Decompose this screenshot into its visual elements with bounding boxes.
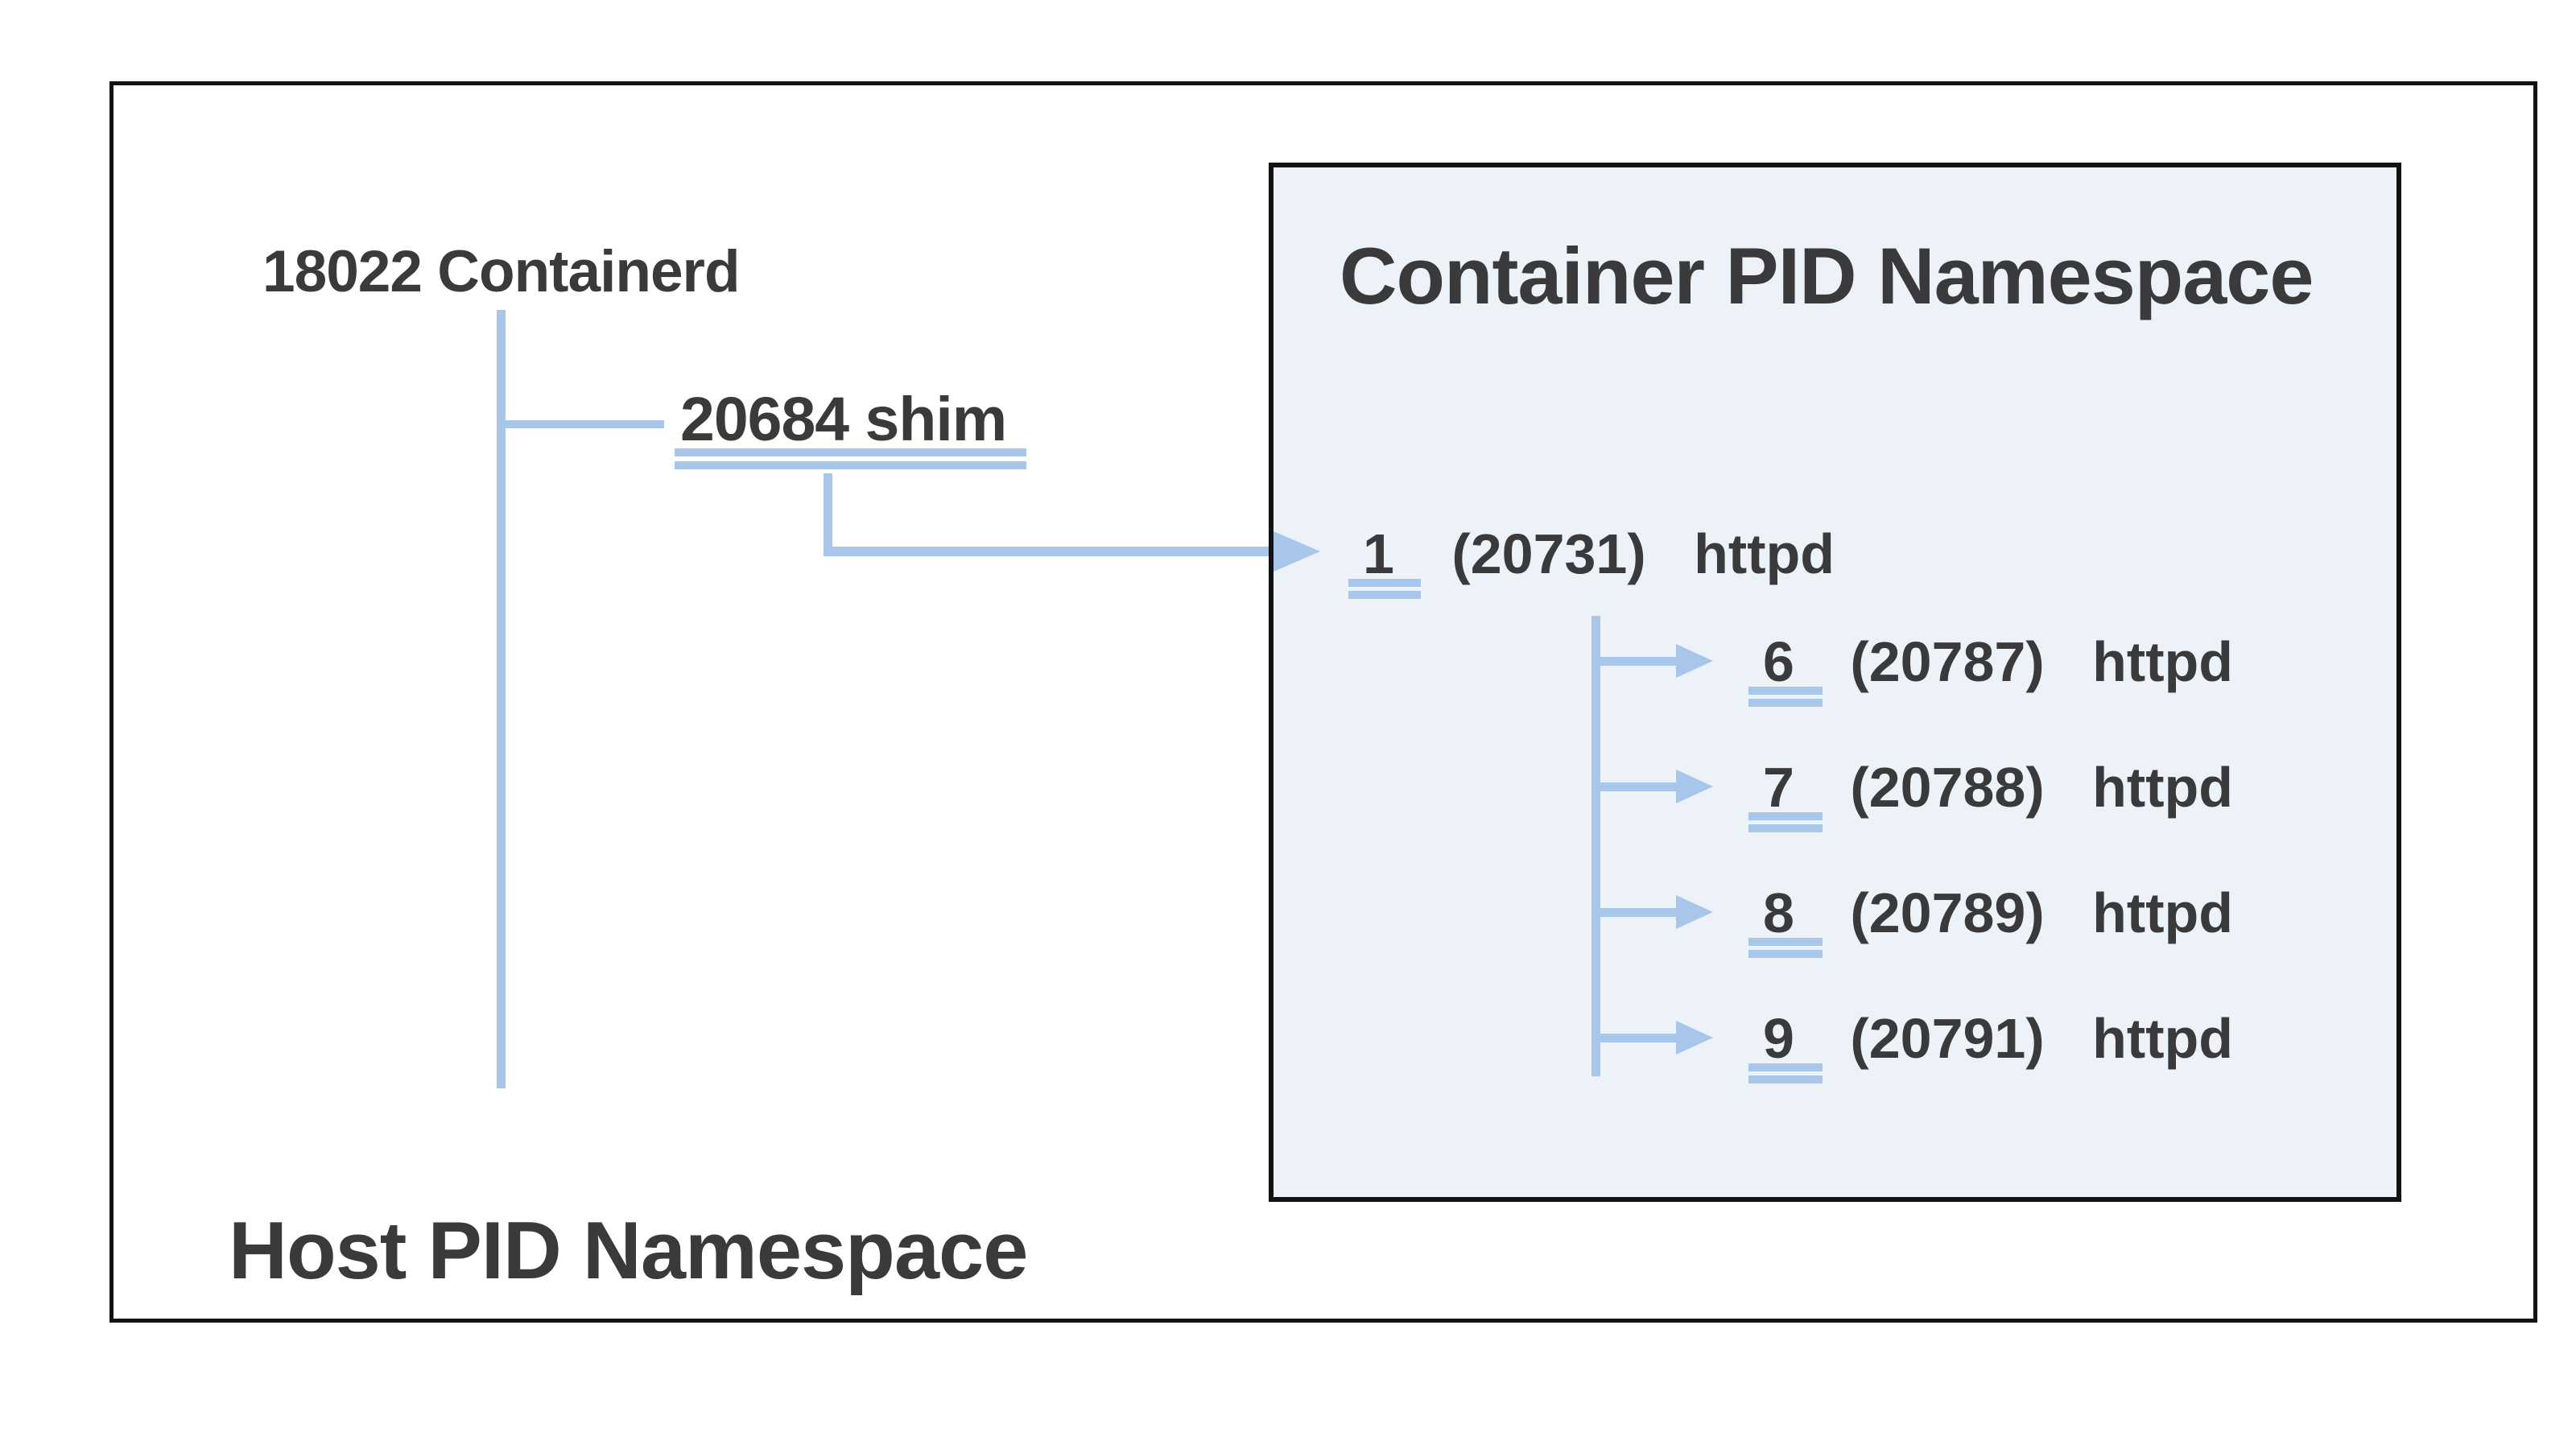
container-namespace-title: Container PID Namespace xyxy=(1340,231,2314,320)
host-namespace-label: Host PID Namespace xyxy=(229,1206,1028,1296)
double-underline-icon xyxy=(1748,687,1823,707)
host-namespace-box xyxy=(109,81,2537,1323)
child-branch-line xyxy=(1591,1034,1678,1042)
child-process-row: 8 (20789) httpd xyxy=(1748,881,2234,958)
child-process-row: 9 (20791) httpd xyxy=(1748,1007,2234,1084)
arrow-right-icon xyxy=(1274,531,1320,572)
double-underline-icon xyxy=(1748,812,1823,832)
host-pid: (20731) xyxy=(1451,522,1646,585)
host-pid: (20791) xyxy=(1850,1007,2045,1070)
child-branch-line xyxy=(1591,657,1678,666)
pid-number: 9 xyxy=(1753,1010,1810,1068)
child-process-row: 6 (20787) httpd xyxy=(1748,630,2234,707)
pid-number-wrap: 6 xyxy=(1748,634,1823,707)
child-process-row: 7 (20788) httpd xyxy=(1748,756,2234,832)
pid-number-wrap: 8 xyxy=(1748,885,1823,958)
container-namespace-box xyxy=(1269,163,2401,1202)
arrow-right-icon xyxy=(1676,770,1713,803)
shim-process-node: 20684 shim xyxy=(675,389,1026,469)
host-pid: (20787) xyxy=(1850,630,2045,693)
arrow-right-icon xyxy=(1676,895,1713,929)
shim-elbow-vertical-line xyxy=(824,473,832,556)
arrow-right-icon xyxy=(1676,1021,1713,1055)
shim-elbow-horizontal-line xyxy=(824,547,1276,556)
pid-number-wrap: 9 xyxy=(1748,1010,1823,1084)
host-pid: (20788) xyxy=(1850,756,2045,819)
double-underline-icon xyxy=(675,448,1026,469)
containerd-process-label: 18022 Containerd xyxy=(262,239,741,304)
process-name: httpd xyxy=(1694,522,1835,585)
pid-number: 8 xyxy=(1753,885,1810,943)
child-branch-line xyxy=(1591,908,1678,917)
pid-number-wrap: 7 xyxy=(1748,759,1823,832)
double-underline-icon xyxy=(1748,1063,1823,1084)
child-branch-line xyxy=(1591,782,1678,791)
arrow-right-icon xyxy=(1676,644,1713,678)
containerd-trunk-line xyxy=(497,310,506,1088)
pid-number: 1 xyxy=(1351,526,1418,584)
pid-number-wrap: 1 xyxy=(1348,526,1421,599)
double-underline-icon xyxy=(1348,579,1421,599)
host-pid: (20789) xyxy=(1850,881,2045,944)
process-name: httpd xyxy=(2092,881,2234,944)
process-name: httpd xyxy=(2092,1007,2234,1070)
init-trunk-line xyxy=(1591,616,1600,1076)
pid-number: 6 xyxy=(1753,634,1810,691)
process-name: httpd xyxy=(2092,630,2234,693)
process-name: httpd xyxy=(2092,756,2234,819)
shim-branch-line xyxy=(497,420,664,428)
shim-process-label: 20684 shim xyxy=(680,385,1007,454)
double-underline-icon xyxy=(1748,938,1823,958)
pid-number: 7 xyxy=(1753,759,1810,817)
init-process-row: 1 (20731) httpd xyxy=(1348,522,1835,599)
